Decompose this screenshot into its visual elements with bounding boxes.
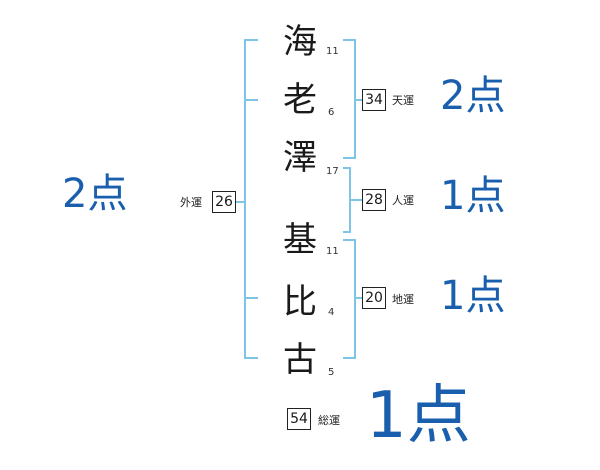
tenkaku-score: 2点 [440,73,506,119]
tenkaku-label: 天運 [392,94,414,107]
kanji-2: 老 [283,80,317,120]
kanji-5: 比 [283,282,317,322]
stroke-count-6: 5 [328,367,335,378]
kanji-3: 澤 [283,138,317,178]
gaikaku-score: 2点 [62,171,128,217]
chikaku-value-box: 20 [362,287,386,309]
chikaku-label: 地運 [392,293,414,306]
jinkaku-label: 人運 [392,194,414,207]
jinkaku-score: 1点 [440,173,506,219]
stroke-count-1: 11 [326,46,339,57]
right-bracket-chikaku [343,239,356,359]
tenkaku-value-box: 34 [362,89,386,111]
gaikaku-label: 外運 [180,196,202,209]
soukaku-value-box: 54 [287,408,311,430]
soukaku-label: 総運 [318,414,340,427]
stroke-count-4: 11 [326,246,339,257]
jinkaku-value-box: 28 [362,189,386,211]
stroke-count-5: 4 [328,307,335,318]
kanji-4: 基 [283,220,317,260]
stroke-count-2: 6 [328,107,335,118]
left-bracket [244,39,258,359]
kanji-6: 古 [283,340,317,380]
stroke-count-3: 17 [326,166,339,177]
right-bracket-jinkaku [343,167,351,233]
soukaku-score: 1点 [366,379,471,453]
right-bracket-tenkaku [343,39,356,159]
gaikaku-value-box: 26 [212,191,236,213]
chikaku-score: 1点 [440,273,506,319]
kanji-1: 海 [283,22,317,62]
